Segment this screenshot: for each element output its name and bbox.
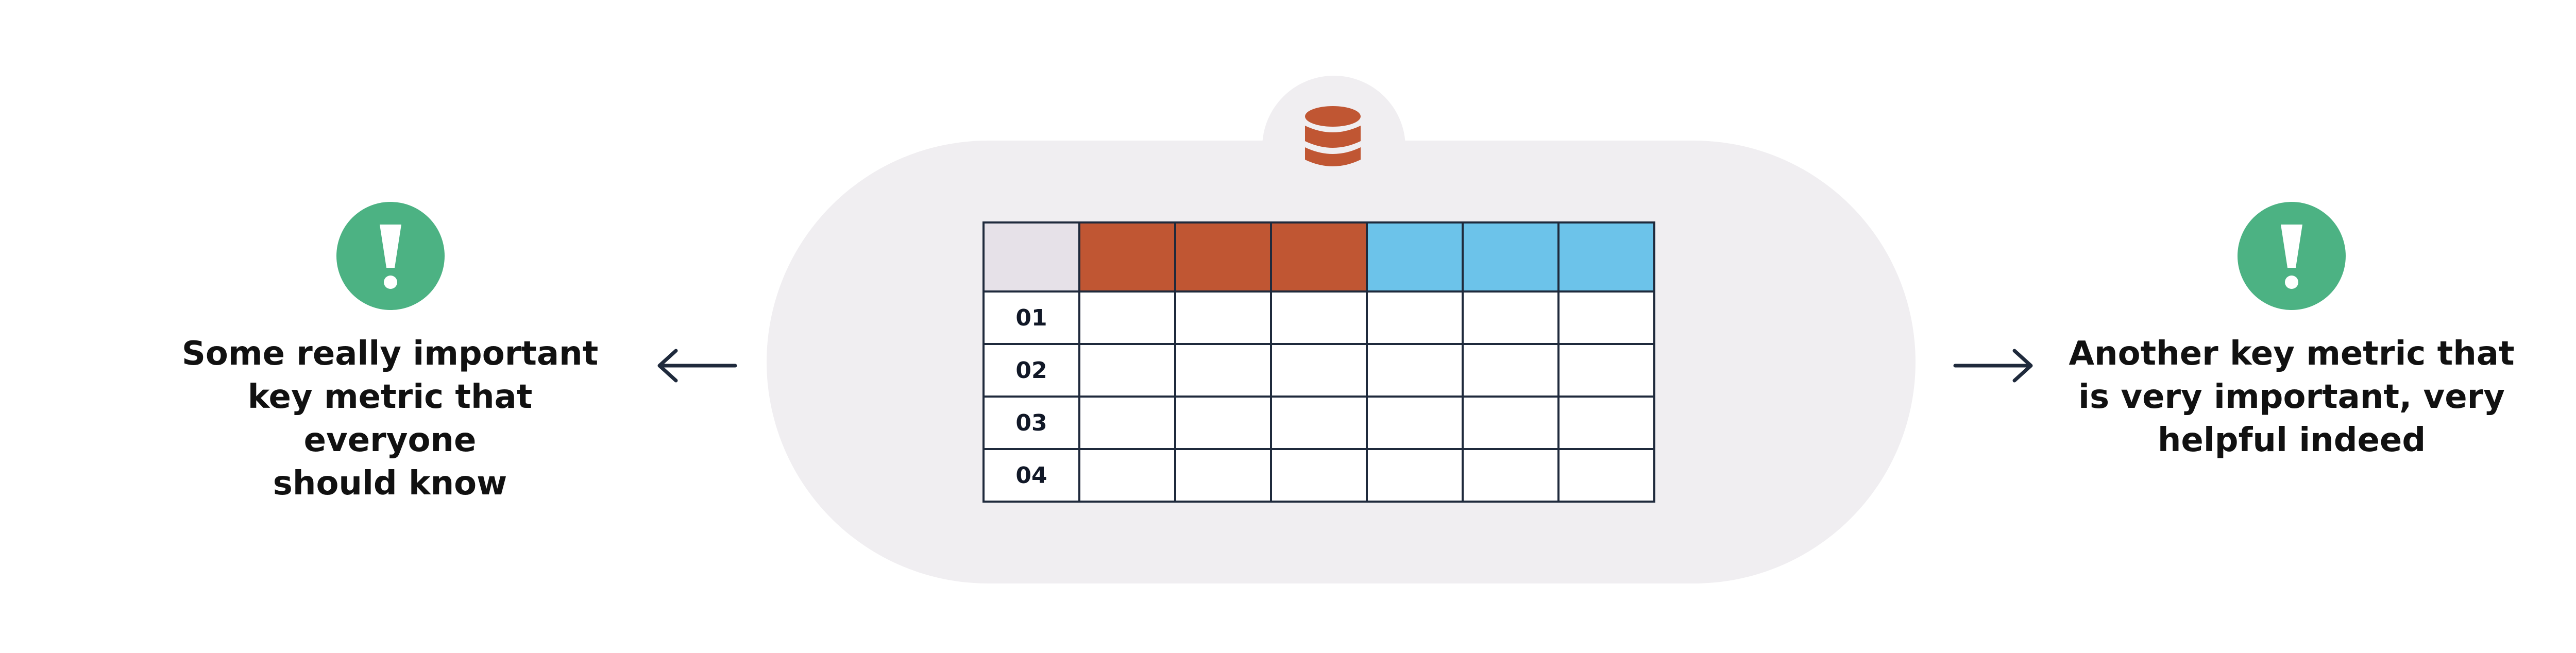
left-metric-line: Some really important xyxy=(181,335,599,373)
right-metric-line: is very important, very xyxy=(2078,378,2505,416)
row-label: 01 xyxy=(982,290,1080,345)
table-row: 02 xyxy=(982,343,1655,398)
table-cell xyxy=(1557,343,1655,398)
table-cell xyxy=(1557,290,1655,345)
header-cell-blue xyxy=(1366,221,1464,293)
database-icon xyxy=(1305,106,1361,166)
table-cell xyxy=(1270,448,1368,503)
table-cell xyxy=(1366,343,1464,398)
arrow-left-icon xyxy=(657,349,737,383)
right-metric-line: helpful indeed xyxy=(2157,421,2426,459)
table-cell xyxy=(1174,396,1272,450)
header-cell-orange xyxy=(1174,221,1272,293)
table-row: 04 xyxy=(982,448,1655,503)
header-cell-orange xyxy=(1270,221,1368,293)
table-cell xyxy=(1462,396,1560,450)
header-cell-blue xyxy=(1462,221,1560,293)
exclamation-icon xyxy=(336,202,445,310)
table-cell xyxy=(1557,396,1655,450)
table-cell xyxy=(1462,290,1560,345)
table-cell xyxy=(1078,448,1176,503)
row-label: 04 xyxy=(982,448,1080,503)
left-metric-line: key metric that everyone xyxy=(247,378,533,459)
table-cell xyxy=(1270,290,1368,345)
table-cell xyxy=(1078,396,1176,450)
table-cell xyxy=(1462,343,1560,398)
exclamation-icon xyxy=(2238,202,2346,310)
table-cell xyxy=(1270,343,1368,398)
row-label: 03 xyxy=(982,396,1080,450)
table-cell xyxy=(1078,343,1176,398)
header-cell-blue xyxy=(1557,221,1655,293)
table-row: 03 xyxy=(982,396,1655,450)
table-row: 01 xyxy=(982,290,1655,345)
header-cell-orange xyxy=(1078,221,1176,293)
left-metric-text: Some really important key metric that ev… xyxy=(158,332,622,505)
table-cell xyxy=(1174,448,1272,503)
right-metric-line: Another key metric that xyxy=(2069,335,2515,373)
table-cell xyxy=(1462,448,1560,503)
table-header-row xyxy=(982,221,1655,293)
table-cell xyxy=(1174,290,1272,345)
data-table: 01 02 03 04 xyxy=(982,221,1655,503)
arrow-right-icon xyxy=(1953,349,2033,383)
row-label: 02 xyxy=(982,343,1080,398)
table-cell xyxy=(1270,396,1368,450)
table-cell xyxy=(1366,448,1464,503)
table-cell xyxy=(1366,290,1464,345)
table-cell xyxy=(1557,448,1655,503)
table-cell xyxy=(1366,396,1464,450)
right-metric-text: Another key metric that is very importan… xyxy=(2060,332,2523,462)
header-cell-corner xyxy=(982,221,1080,293)
table-cell xyxy=(1174,343,1272,398)
table-cell xyxy=(1078,290,1176,345)
left-metric-line: should know xyxy=(273,465,507,503)
